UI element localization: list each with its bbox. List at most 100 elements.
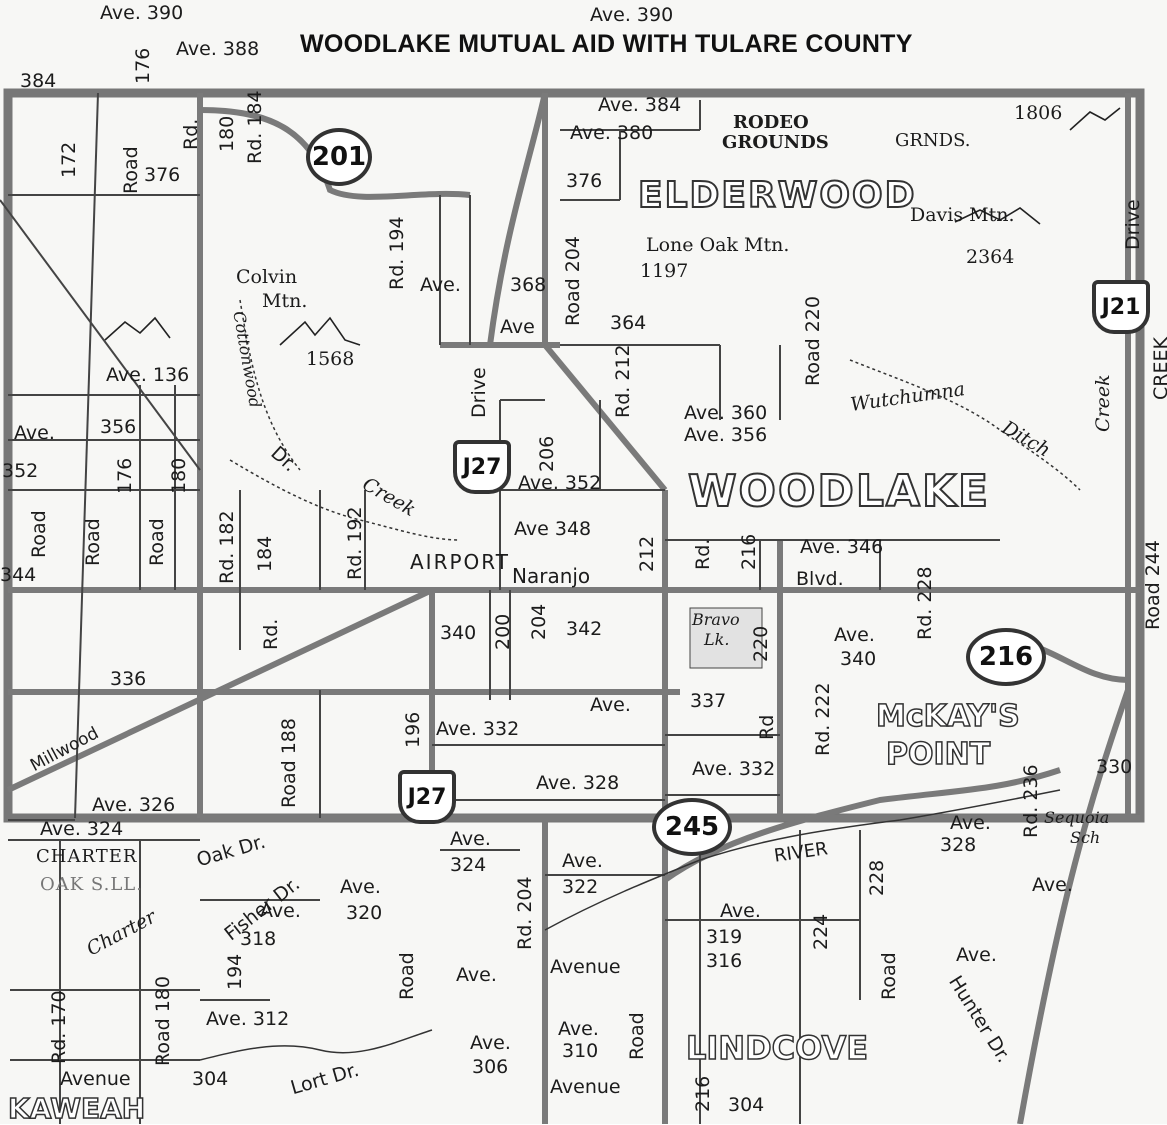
road-204-south: Rd. 204 <box>514 876 536 950</box>
ave-384: Ave. 384 <box>598 94 682 116</box>
map-title: WOODLAKE MUTUAL AID WITH TULARE COUNTY <box>300 30 913 58</box>
ave-332-ave: Ave. <box>590 694 631 716</box>
road-212: 212 <box>636 535 658 572</box>
ave-364-ave: Ave <box>500 316 535 338</box>
ave-376-west: 376 <box>144 164 181 186</box>
major-roads <box>6 92 1140 1124</box>
ave-312: Ave. 312 <box>206 1008 290 1030</box>
ave-332-east: Ave. 332 <box>692 758 776 780</box>
ave-304-west: 304 <box>192 1068 229 1090</box>
route-201-shield: 201 <box>306 128 372 186</box>
route-j21-shield: J21 <box>1092 280 1150 334</box>
rodeo-label-2: GROUNDS <box>722 132 829 153</box>
ave-east-1: Ave. <box>1032 874 1073 896</box>
ave-342: 342 <box>566 618 603 640</box>
road-west-1: Road <box>120 146 142 194</box>
road-236: Rd. 236 <box>1020 764 1042 838</box>
peak-1806: 1806 <box>1014 102 1063 124</box>
davis-elev: 2364 <box>966 246 1015 268</box>
ave-356-west: 356 <box>100 416 137 438</box>
creek-label-b: Creek <box>1092 374 1114 432</box>
road-west-4: Road <box>146 518 168 566</box>
colvin-mtn-label-1: Colvin <box>236 266 298 288</box>
ave-332-west: Ave. 332 <box>436 718 520 740</box>
road-194: Rd. 194 <box>386 216 408 290</box>
road-204: 204 <box>528 603 550 640</box>
ave-136: Ave. 136 <box>106 364 190 386</box>
drive-label: Drive <box>468 367 490 418</box>
ave-mid-south: Ave. <box>456 964 497 986</box>
ave-380: Ave. 380 <box>570 122 654 144</box>
road-228: Rd. 228 <box>914 566 936 640</box>
rd-b: Rd. <box>260 618 282 650</box>
road-180-north: 180 <box>216 115 238 152</box>
road-201-north <box>487 92 548 346</box>
ave-376: 376 <box>566 170 603 192</box>
road-192: Rd. 192 <box>344 506 366 580</box>
ave-360: Ave. 360 <box>684 402 768 424</box>
road-west-3: Road <box>82 518 104 566</box>
river-line <box>199 789 1061 1061</box>
town-charter-1: CHARTER <box>36 846 138 867</box>
ave-340-east: 340 <box>840 648 877 670</box>
ave-324-ave: Ave. <box>450 828 491 850</box>
road-196: 196 <box>402 711 424 748</box>
road-176-north: 176 <box>132 47 154 84</box>
road-220-north: Road 220 <box>802 296 824 386</box>
road-194-south: 194 <box>224 953 246 990</box>
town-point: POINT <box>885 737 991 772</box>
colvin-elev: 1568 <box>306 348 355 370</box>
ave-388: Ave. 388 <box>176 38 260 60</box>
road-millwood <box>6 587 434 793</box>
road-216: 216 <box>738 533 760 570</box>
ave-326: Ave. 326 <box>92 794 176 816</box>
road-east: Road <box>878 952 900 1000</box>
ave-330: 330 <box>1096 756 1133 778</box>
ave-368-ave: Ave. <box>420 274 461 296</box>
road-184: 184 <box>254 535 276 572</box>
road-west-2: Road <box>28 510 50 558</box>
road-south-mid: Road <box>626 1012 648 1060</box>
loneoak-elev: 1197 <box>640 260 689 282</box>
ave-318-ave: Ave. <box>260 900 301 922</box>
ave-304-east: 304 <box>728 1094 765 1116</box>
minor-roads <box>0 92 1000 1124</box>
ave-322: 322 <box>562 876 599 898</box>
ave-328: Ave. 328 <box>536 772 620 794</box>
ave-322-ave: Ave. <box>562 850 603 872</box>
ave-356-ave: Ave. <box>14 422 55 444</box>
road-228-south: 228 <box>866 859 888 896</box>
ave-328-ave: Ave. <box>950 812 991 834</box>
road-204-north: Road 204 <box>562 236 584 326</box>
ave-352-west: 352 <box>2 460 39 482</box>
route-j27-shield-south: J27 <box>398 770 456 824</box>
ave-340-west: 340 <box>440 622 477 644</box>
ave-324-west: Ave. 324 <box>40 818 124 840</box>
ave-306-ave: Ave. <box>470 1032 511 1054</box>
ave-352: Ave. 352 <box>518 472 602 494</box>
road-244-label: Road 244 <box>1142 540 1164 630</box>
road-170: Rd. 170 <box>48 990 70 1064</box>
rodeo-grnds-label: GRNDS. <box>895 130 971 151</box>
colvin-mtn-label-2: Mtn. <box>262 290 308 312</box>
creeks <box>229 299 1081 541</box>
road-220: 220 <box>750 625 772 662</box>
rodeo-label-1: RODEO <box>733 112 809 133</box>
ave-390-east: Ave. 390 <box>590 4 674 26</box>
road-201 <box>199 107 471 200</box>
road-172: 172 <box>58 141 80 178</box>
avenue-label-south: Avenue <box>550 1076 621 1098</box>
ave-310: 310 <box>562 1040 599 1062</box>
town-kaweah: KAWEAH <box>7 1092 146 1125</box>
route-j27-shield-north: J27 <box>453 440 511 494</box>
ave-316-ave: Ave. <box>720 900 761 922</box>
ave-306: 306 <box>472 1056 509 1078</box>
town-lindcove: LINDCOVE <box>685 1029 869 1067</box>
road-206: 206 <box>536 435 558 472</box>
sequoia-label-1: Sequoia <box>1044 808 1110 827</box>
bravo-lake-label-2: Lk. <box>704 630 730 649</box>
ave-390-west: Ave. 390 <box>100 2 184 24</box>
road-188: Road 188 <box>278 718 300 808</box>
